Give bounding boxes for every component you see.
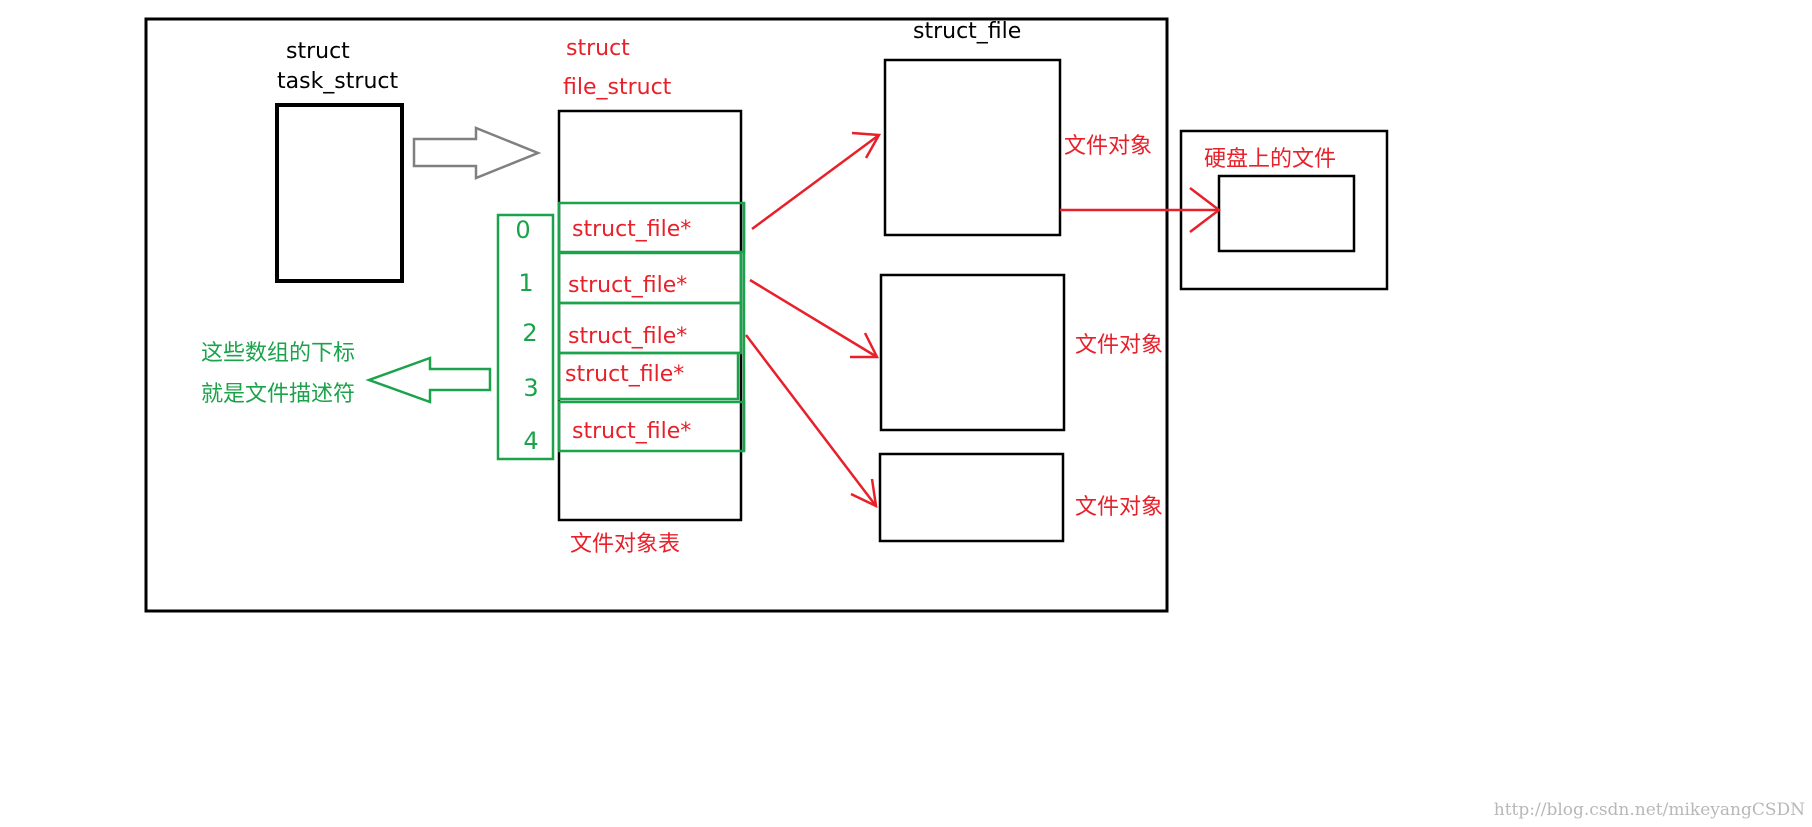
file-object-box-2 — [879, 273, 1066, 432]
fd-index-3: 3 — [523, 374, 538, 402]
task-struct-box — [275, 103, 404, 283]
fd-index-4: 4 — [523, 427, 538, 455]
file-object-box-1 — [883, 58, 1062, 237]
file-object-box-3 — [878, 452, 1065, 543]
fd-note-line2: 就是文件描述符 — [201, 382, 355, 407]
fd-index-column — [496, 213, 555, 461]
disk-label: 硬盘上的文件 — [1204, 147, 1336, 172]
pointer-arrow-3 — [745, 334, 878, 509]
watermark: http://blog.csdn.net/mikeyangCSDN — [1494, 800, 1805, 820]
file-object-label-2: 文件对象 — [1075, 333, 1163, 358]
file-object-label-1: 文件对象 — [1064, 134, 1152, 159]
pointer-arrow-2 — [749, 278, 880, 359]
pointer-arrow-1 — [751, 131, 882, 231]
fd-index-2: 2 — [522, 319, 537, 347]
task-struct-label-line1: struct — [286, 39, 350, 64]
file-struct-label-line2: file_struct — [563, 75, 672, 100]
struct-file-header: struct_file — [913, 19, 1021, 44]
fd-entry-label-1: struct_file* — [568, 273, 687, 298]
task-to-files-arrow — [412, 126, 542, 180]
file-struct-label-line1: struct — [566, 36, 630, 61]
fd-index-0: 0 — [515, 216, 530, 244]
fd-entry-label-4: struct_file* — [572, 419, 691, 444]
fd-note-arrow — [365, 356, 492, 404]
disk-file-box — [1217, 174, 1356, 253]
fd-entry-3 — [557, 351, 740, 401]
fd-entry-label-2: struct_file* — [568, 324, 687, 349]
task-struct-label-line2: task_struct — [277, 69, 398, 94]
file-to-disk-arrow — [1060, 187, 1222, 233]
fd-note-line1: 这些数组的下标 — [201, 341, 355, 366]
fd-index-1: 1 — [518, 269, 533, 297]
file-struct-box — [557, 109, 743, 522]
file-object-label-3: 文件对象 — [1075, 495, 1163, 520]
file-object-table-caption: 文件对象表 — [570, 532, 680, 557]
fd-entry-label-3: struct_file* — [565, 362, 684, 387]
outer-frame — [144, 17, 1169, 613]
fd-entry-label-0: struct_file* — [572, 217, 691, 242]
